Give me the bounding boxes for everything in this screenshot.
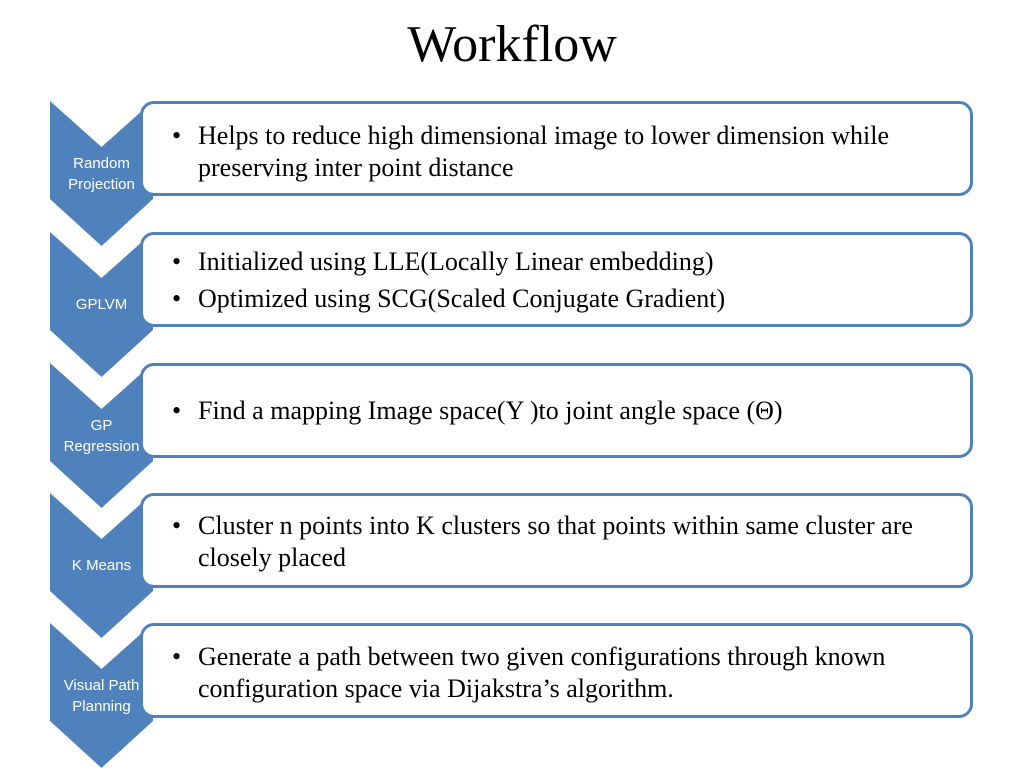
- bullet-item: Find a mapping Image space(Y )to joint a…: [143, 395, 954, 427]
- chevron-shape: GP Regression: [50, 363, 153, 508]
- workflow-step-random-projection: Random Projection Helps to reduce high d…: [0, 101, 1024, 246]
- workflow-step-gplvm: GPLVM Initialized using LLE(Locally Line…: [0, 232, 1024, 377]
- step-description-box: Generate a path between two given config…: [140, 623, 973, 718]
- step-label: GPLVM: [75, 296, 128, 313]
- chevron-shape: Visual Path Planning: [50, 623, 153, 768]
- step-description-box: Initialized using LLE(Locally Linear emb…: [140, 232, 973, 327]
- slide-title: Workflow: [407, 16, 617, 73]
- bullet-item: Helps to reduce high dimensional image t…: [143, 120, 954, 184]
- workflow-step-visual-path-planning: Visual Path Planning Generate a path bet…: [0, 623, 1024, 768]
- step-label: Visual Path Planning: [63, 676, 140, 715]
- workflow-step-gp-regression: GP Regression Find a mapping Image space…: [0, 363, 1024, 508]
- bullet-item: Cluster n points into K clusters so that…: [143, 510, 954, 574]
- step-label: K Means: [71, 557, 132, 574]
- bullet-item: Optimized using SCG(Scaled Conjugate Gra…: [143, 283, 954, 315]
- step-label: Random Projection: [68, 154, 135, 193]
- bullet-item: Initialized using LLE(Locally Linear emb…: [143, 246, 954, 278]
- chevron-shape: GPLVM: [50, 232, 153, 377]
- step-label: GP Regression: [63, 416, 140, 455]
- workflow-step-k-means: K Means Cluster n points into K clusters…: [0, 493, 1024, 638]
- chevron-shape: Random Projection: [50, 101, 153, 246]
- step-description-box: Cluster n points into K clusters so that…: [140, 493, 973, 588]
- step-description-box: Helps to reduce high dimensional image t…: [140, 101, 973, 196]
- step-description-box: Find a mapping Image space(Y )to joint a…: [140, 363, 973, 458]
- chevron-shape: K Means: [50, 493, 153, 638]
- bullet-item: Generate a path between two given config…: [143, 641, 954, 705]
